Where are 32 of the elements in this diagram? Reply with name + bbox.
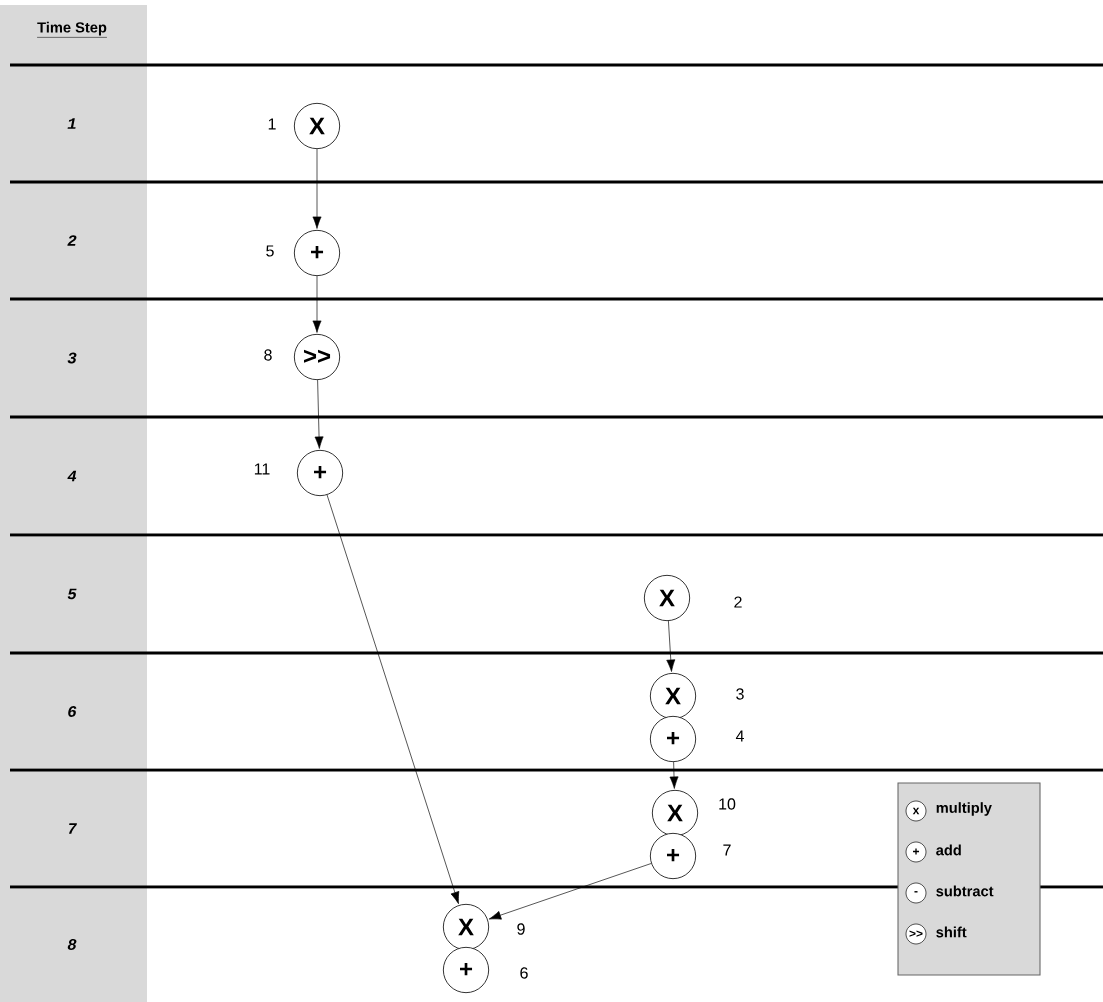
row-number: 2 [67,235,77,246]
arrow [666,620,676,672]
row-number: 8 [67,939,77,950]
legend-text: subtract [936,885,994,897]
row-number: 5 [67,588,77,600]
node-number: 6 [520,967,528,979]
node-number: 4 [735,730,744,742]
node-number: 1 [268,118,276,130]
legend-text: multiply [936,802,992,816]
node-number: 7 [723,844,731,856]
row-number: 6 [68,706,77,717]
node-number: 10 [719,798,736,810]
column-heading: Time Step [36,21,108,38]
arrow [312,275,322,333]
row-number: 7 [69,823,77,834]
node-number: 11 [254,463,270,475]
node-number: 8 [264,349,272,361]
node-number: 5 [266,245,274,257]
node-number: 9 [517,923,525,935]
legend-text: add [936,844,961,856]
node-number: 3 [736,688,744,700]
node-label: + [460,962,473,976]
arrow [326,494,460,904]
arrow [488,863,652,920]
row-number: 3 [67,352,77,364]
row-number: 4 [67,470,77,482]
arrow [314,379,324,449]
legend-text: shift [936,926,967,938]
row-number: 1 [67,118,76,129]
arrow [669,761,679,789]
node-number: 2 [734,596,742,608]
arrow [312,148,322,229]
